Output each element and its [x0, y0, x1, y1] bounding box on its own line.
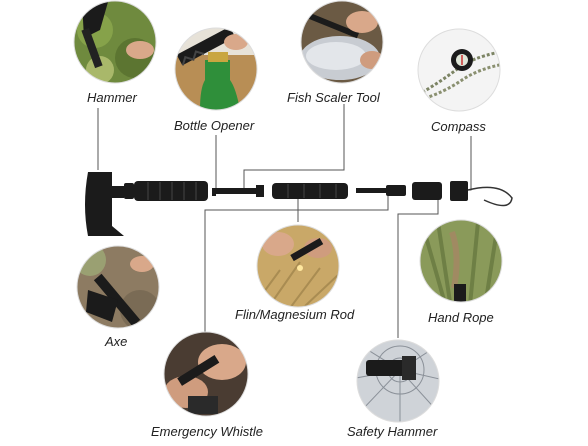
- leader-emergency-whistle: [204, 196, 389, 332]
- collar-1: [124, 183, 134, 199]
- label-safety-hammer: Safety Hammer: [347, 424, 438, 439]
- flint-rod-cap: [386, 185, 406, 196]
- fish-scaler-photo: [300, 0, 384, 84]
- handle-segment-2: [272, 183, 348, 199]
- leader-safety-hammer: [397, 196, 439, 338]
- label-emergency-whistle: Emergency Whistle: [151, 424, 263, 439]
- label-axe: Axe: [105, 334, 128, 349]
- emergency-whistle-photo: [163, 331, 249, 417]
- axe-photo: [76, 245, 160, 329]
- label-hand-rope: Hand Rope: [428, 310, 494, 325]
- fish-scaler-tool: [212, 188, 256, 196]
- leader-fish-scaler: [243, 104, 345, 188]
- hand-rope-photo: [419, 219, 503, 303]
- whistle: [412, 182, 442, 200]
- label-compass: Compass: [431, 119, 486, 134]
- rope-loop: [467, 186, 513, 207]
- leader-lines: [97, 104, 472, 338]
- label-fish-scaler: Fish Scaler Tool: [287, 90, 380, 105]
- label-hammer: Hammer: [87, 90, 137, 105]
- connector-1: [256, 185, 264, 197]
- grip-ridges-2: [287, 184, 337, 198]
- label-bottle-opener: Bottle Opener: [174, 118, 255, 133]
- flint-rod: [356, 188, 386, 193]
- handle-segment-1: [134, 181, 208, 201]
- axe-head: [85, 172, 124, 236]
- safety-hammer-photo: [356, 339, 440, 423]
- compass-cap: [450, 181, 468, 201]
- grip-ridges-1: [147, 182, 197, 200]
- label-flint-rod: Flin/Magnesium Rod: [235, 307, 355, 322]
- multitool-assembly: [85, 172, 513, 236]
- hammer-photo: [73, 0, 157, 84]
- bottle-opener-photo: [174, 27, 258, 111]
- flint-rod-photo: [256, 224, 340, 308]
- compass-photo: [417, 28, 501, 112]
